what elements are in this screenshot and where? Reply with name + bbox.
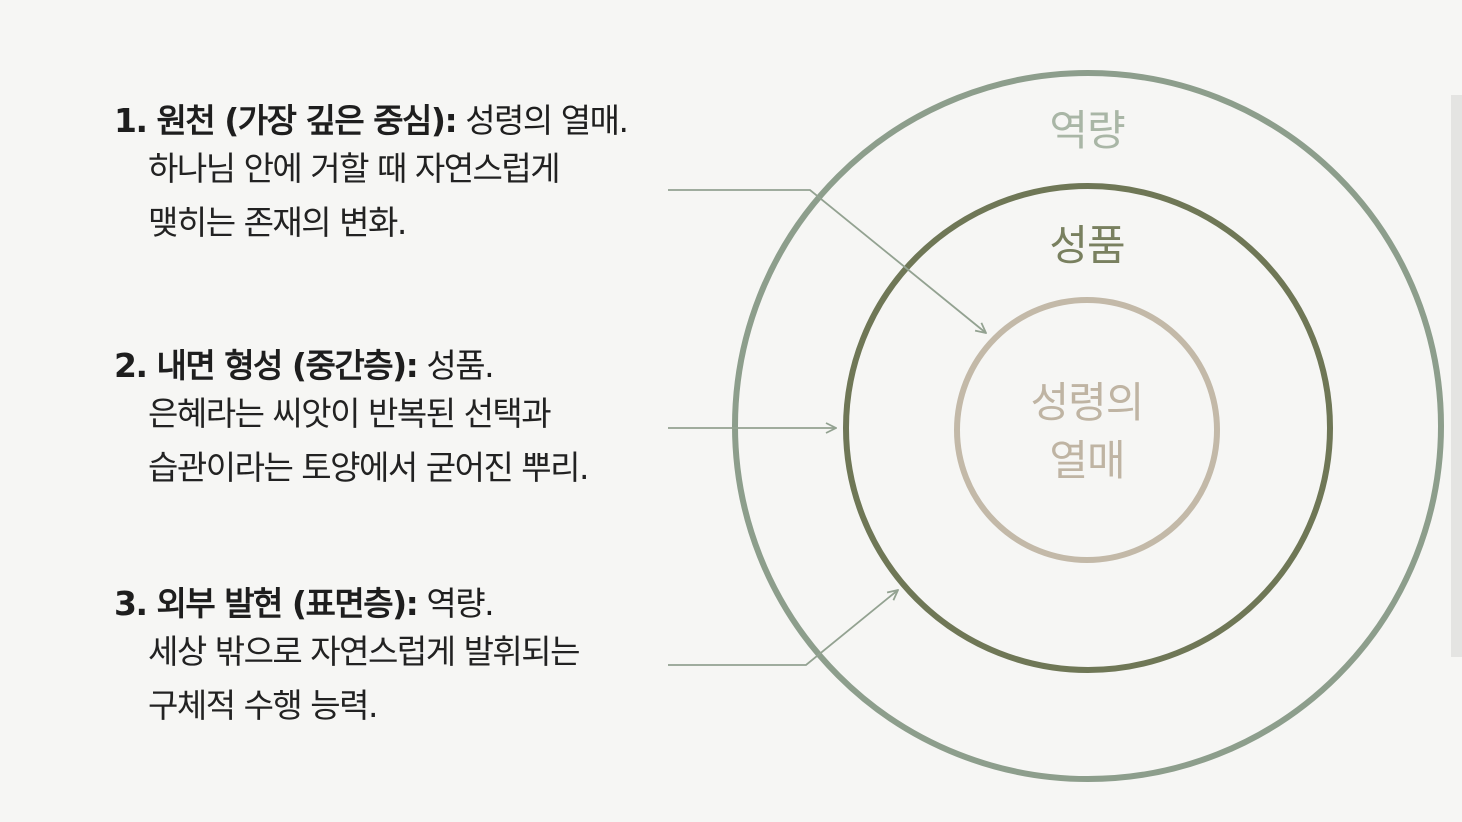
item-summary: 역량.: [417, 584, 494, 623]
item-title: 1. 원천 (가장 깊은 중심):: [114, 101, 458, 140]
outer-ring: [732, 70, 1444, 782]
scroll-edge-bar: [1451, 95, 1462, 657]
connector-arrow-source: [668, 189, 986, 333]
item-description-line: 구체적 수행 능력.: [148, 686, 379, 725]
item-description-line: 맺히는 존재의 변화.: [148, 203, 407, 242]
inner-ring-label-line1: 성령의: [1031, 378, 1144, 427]
item-heading: 2. 내면 형성 (중간층): 성품.: [114, 346, 588, 386]
inner-ring-label-line2: 열매: [1049, 436, 1124, 485]
connector-arrow-outer-expression: [668, 590, 898, 666]
item-outer-expression: 3. 외부 발현 (표면층): 역량. 세상 밖으로 자연스럽게 발휘되는 구체…: [114, 584, 581, 734]
item-summary: 성령의 열매.: [456, 101, 629, 140]
outer-ring-label: 역량: [1049, 106, 1125, 155]
inner-ring: [954, 297, 1220, 563]
item-description-line: 은혜라는 씨앗이 반복된 선택과: [148, 394, 552, 433]
item-source: 1. 원천 (가장 깊은 중심): 성령의 열매. 하나님 안에 거할 때 자연…: [114, 101, 629, 251]
item-description-line: 세상 밖으로 자연스럽게 발휘되는: [148, 632, 581, 671]
item-inner-formation: 2. 내면 형성 (중간층): 성품. 은혜라는 씨앗이 반복된 선택과 습관이…: [114, 346, 590, 496]
item-summary: 성품.: [417, 346, 494, 385]
middle-ring-label: 성품: [1049, 221, 1124, 270]
item-heading: 3. 외부 발현 (표면층): 역량.: [114, 584, 579, 624]
middle-ring: [843, 183, 1333, 673]
item-title: 2. 내면 형성 (중간층):: [114, 346, 419, 385]
item-heading: 1. 원천 (가장 깊은 중심): 성령의 열매.: [114, 101, 629, 141]
item-description-line: 하나님 안에 거할 때 자연스럽게: [148, 149, 561, 188]
item-title: 3. 외부 발현 (표면층):: [114, 584, 419, 623]
item-description-line: 습관이라는 토양에서 굳어진 뿌리.: [148, 448, 590, 487]
